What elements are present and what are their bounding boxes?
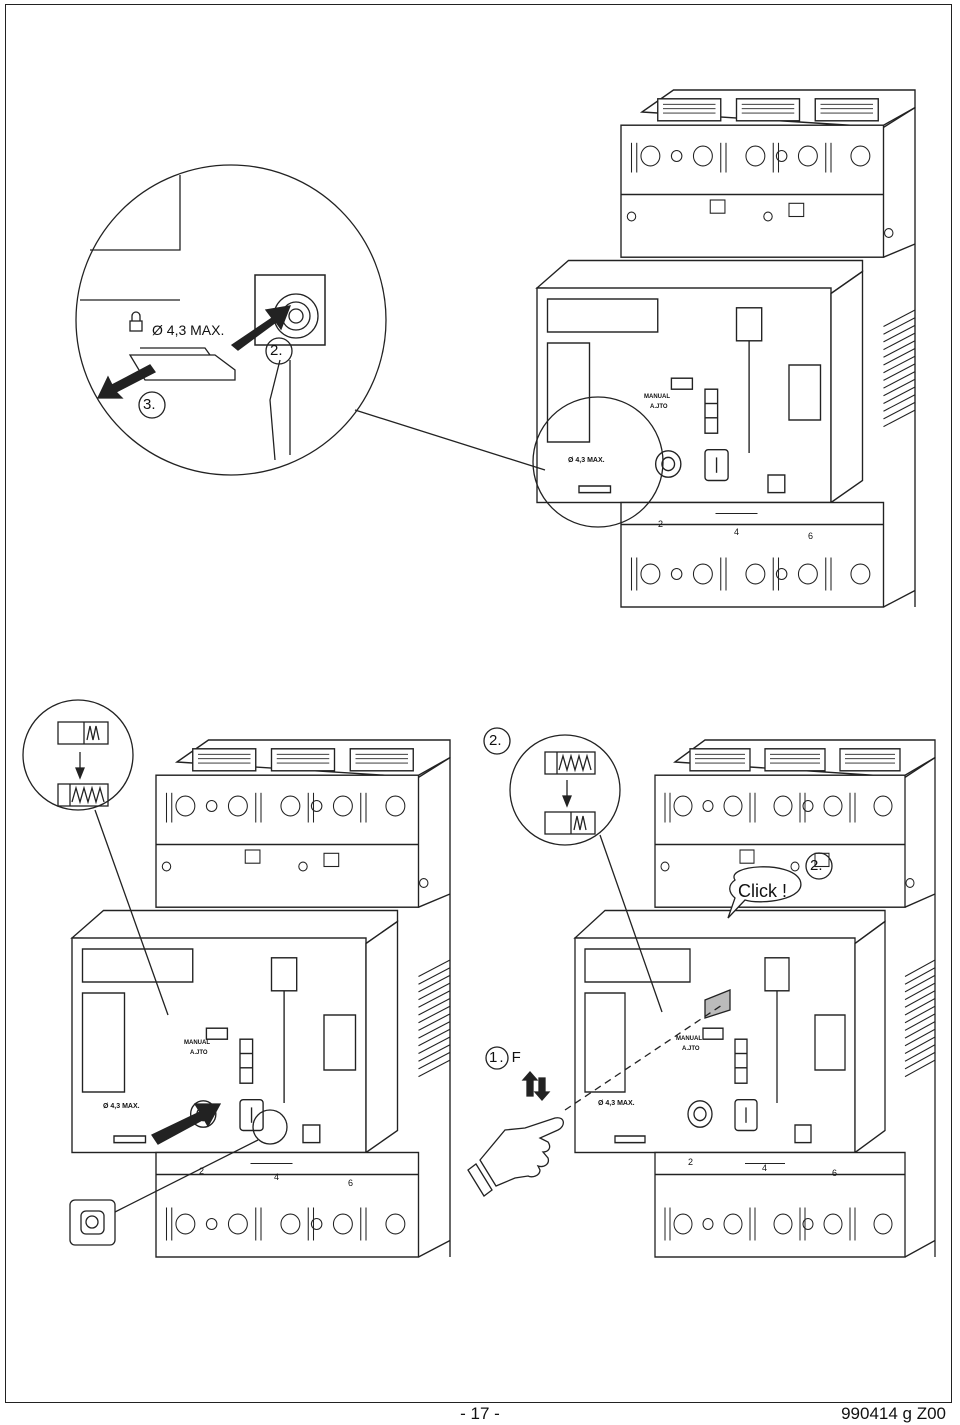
click-bubble (727, 866, 802, 919)
step-two-label-mid: 2. (489, 732, 502, 749)
breaker-top (536, 89, 916, 608)
page-number: - 17 - (460, 1404, 500, 1423)
terminal-4-left: 4 (274, 1172, 280, 1182)
small-lock-label-right: Ø 4,3 MAX. (598, 1100, 635, 1107)
hand-pointer-icon (467, 1117, 564, 1197)
small-lock-label-top: Ø 4,3 MAX. (568, 457, 605, 464)
push-arrow-icon (151, 1103, 222, 1145)
spring-charged-icon (544, 751, 596, 775)
pull-arrow-icon (96, 364, 156, 399)
step-two-label-right: 2. (810, 857, 823, 874)
step-one-circle (485, 1046, 509, 1070)
terminal-6-top: 6 (808, 531, 814, 541)
spring-state-circle-right (509, 734, 621, 846)
spring-state-circle-left (22, 699, 134, 811)
manual-label-left: MANUAL (184, 1040, 210, 1046)
step-two-label: 2. (270, 342, 283, 359)
page-frame (5, 4, 952, 1403)
spring-discharged-icon (57, 721, 109, 745)
padlock-icon (129, 311, 143, 332)
dashed-pointer (564, 1004, 723, 1111)
breaker-bottom-right (574, 739, 936, 1258)
step-three-circle (138, 391, 166, 419)
terminal-4-top: 4 (734, 527, 740, 537)
click-label: Click ! (738, 881, 787, 901)
terminal-2-top: 2 (658, 519, 664, 529)
auto-label-left: A.JTO (190, 1050, 208, 1056)
step-two-circle-right (805, 852, 833, 880)
detail-source-circle (532, 396, 664, 528)
terminal-6-left: 6 (348, 1178, 354, 1188)
terminal-2-right: 2 (688, 1157, 694, 1167)
manual-label-right: MANUAL (676, 1036, 702, 1042)
document-reference: 990414 g Z00 (841, 1404, 946, 1423)
step-two-circle-mid (483, 727, 511, 755)
manual-label-top: MANUAL (644, 394, 670, 400)
spring-charged-icon (57, 783, 109, 807)
breaker-bottom-left (71, 739, 451, 1258)
detail-zoom-circle (75, 164, 546, 476)
push-arrow-icon (230, 305, 292, 351)
up-down-arrows-icon (521, 1071, 551, 1101)
auto-label-right: A.JTO (682, 1046, 700, 1052)
reset-button-callout (69, 1109, 288, 1246)
lock-size-label: Ø 4,3 MAX. (152, 322, 225, 338)
spring-discharged-icon (544, 811, 596, 835)
auto-label-top: A.JTO (650, 404, 668, 410)
step-three-label: 3. (143, 396, 156, 413)
terminal-4-right: 4 (762, 1163, 768, 1173)
step-one-f-label: 1. F (489, 1049, 523, 1066)
terminal-6-right: 6 (832, 1168, 838, 1178)
terminal-2-left: 2 (199, 1166, 205, 1176)
small-lock-label-left: Ø 4,3 MAX. (103, 1103, 140, 1110)
step-two-circle-top (265, 337, 293, 365)
